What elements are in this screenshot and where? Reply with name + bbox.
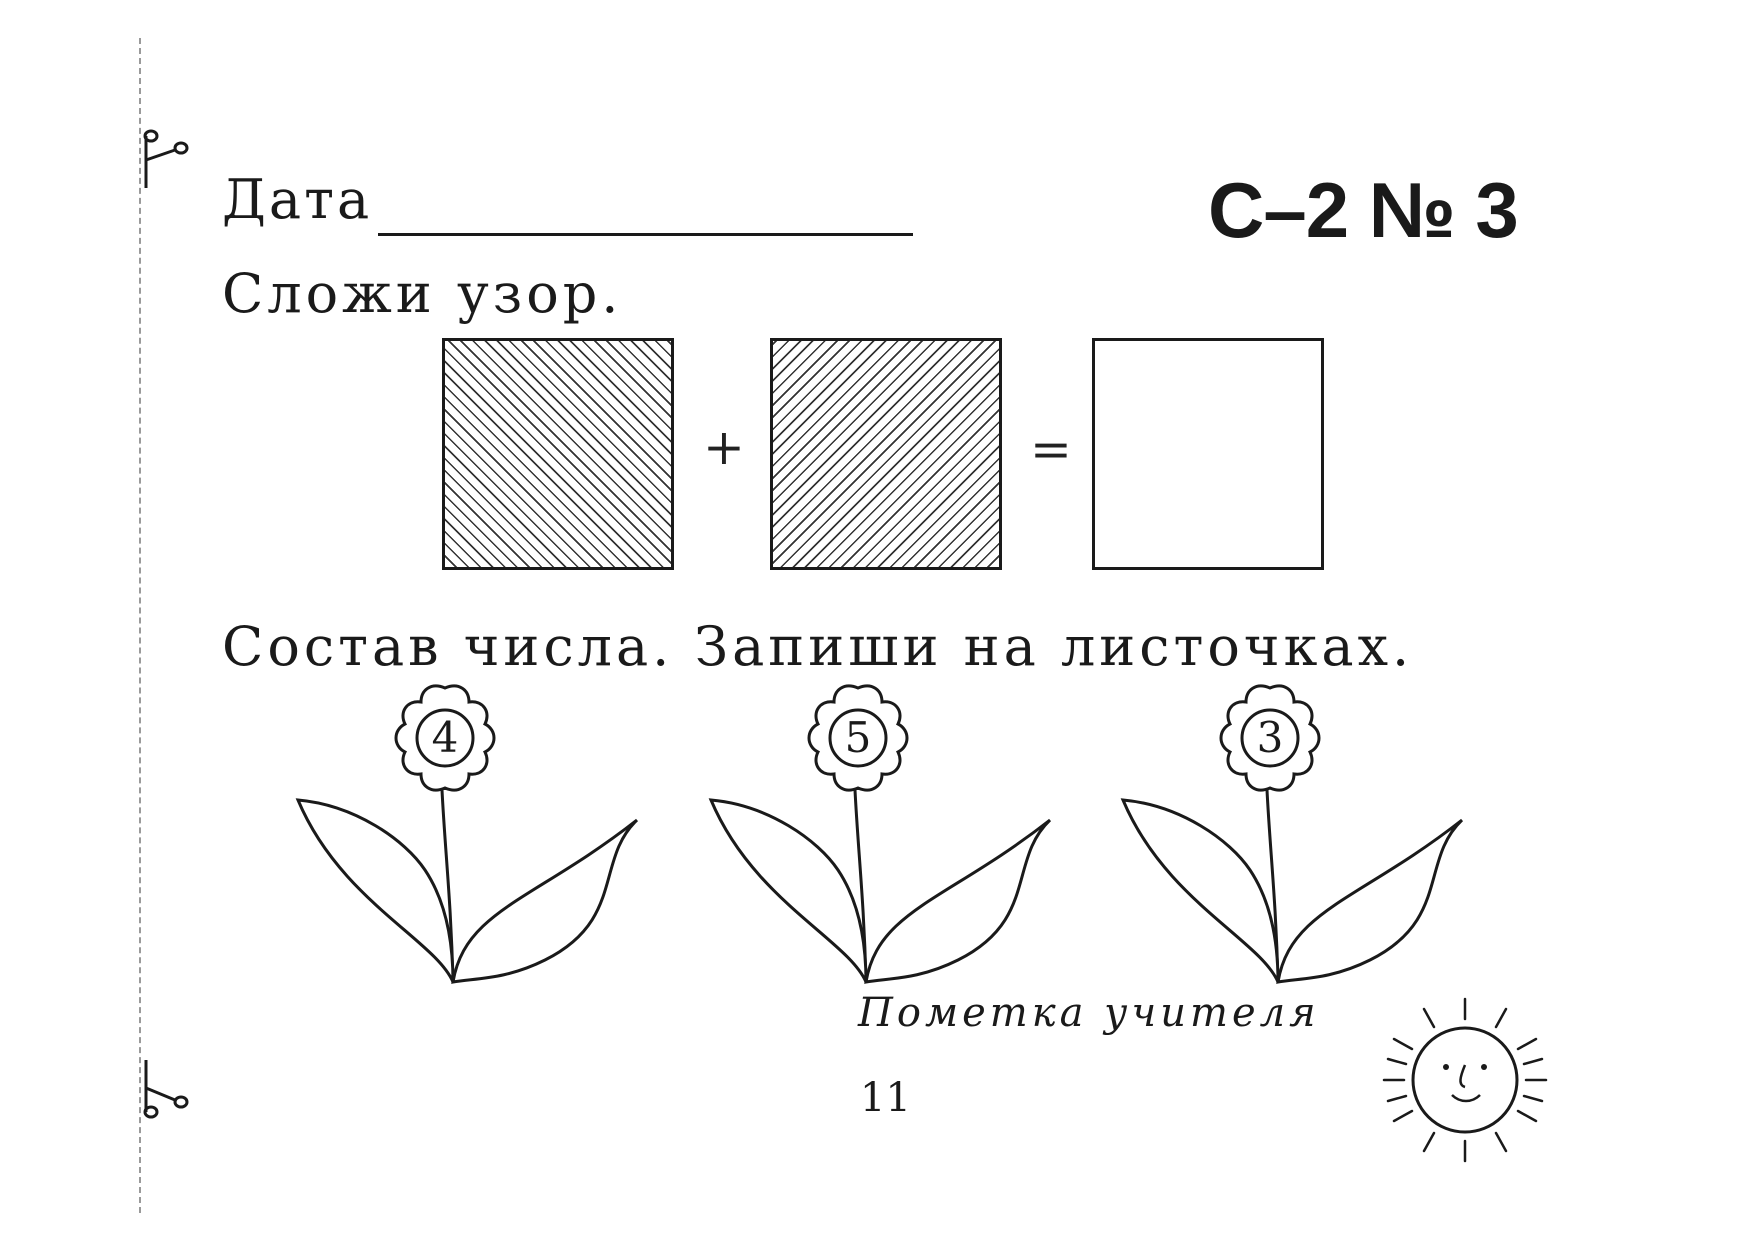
date-label: Дата (222, 168, 373, 231)
leaf-left[interactable] (1120, 798, 1280, 983)
flower-head-icon (394, 684, 496, 792)
scissors-icon (143, 1060, 189, 1119)
worksheet-code: С–2 № 3 (1208, 166, 1519, 254)
flower-head-icon (807, 684, 909, 792)
flower-center (1240, 708, 1300, 768)
cut-line (139, 38, 141, 1213)
plus-sign: + (703, 418, 745, 476)
leaf-right[interactable] (451, 818, 639, 984)
flower: 3 (1120, 684, 1464, 984)
flower: 5 (708, 684, 1052, 984)
pattern-box-right (770, 338, 1002, 570)
equals-sign: = (1030, 420, 1072, 478)
answer-box[interactable] (1092, 338, 1324, 570)
leaf-right[interactable] (864, 818, 1052, 984)
leaf-left[interactable] (708, 798, 868, 983)
pattern-box-left (442, 338, 674, 570)
flower-number: 4 (432, 713, 459, 762)
flower-center (415, 708, 475, 768)
scissors-icon (143, 129, 189, 188)
task-2-instruction: Состав числа. Запиши на листочках. (222, 615, 1414, 678)
flower: 4 (295, 684, 639, 984)
teacher-note-label: Пометка учителя (858, 990, 1320, 1036)
flower-number: 5 (845, 713, 872, 762)
sun-icon (1382, 997, 1548, 1163)
flower-head-icon (1219, 684, 1321, 792)
flower-center (828, 708, 888, 768)
flower-number: 3 (1257, 713, 1284, 762)
page-number: 11 (860, 1075, 911, 1121)
leaf-left[interactable] (295, 798, 455, 983)
task-1-instruction: Сложи узор. (222, 262, 623, 325)
leaf-right[interactable] (1276, 818, 1464, 984)
date-field[interactable] (378, 233, 913, 236)
